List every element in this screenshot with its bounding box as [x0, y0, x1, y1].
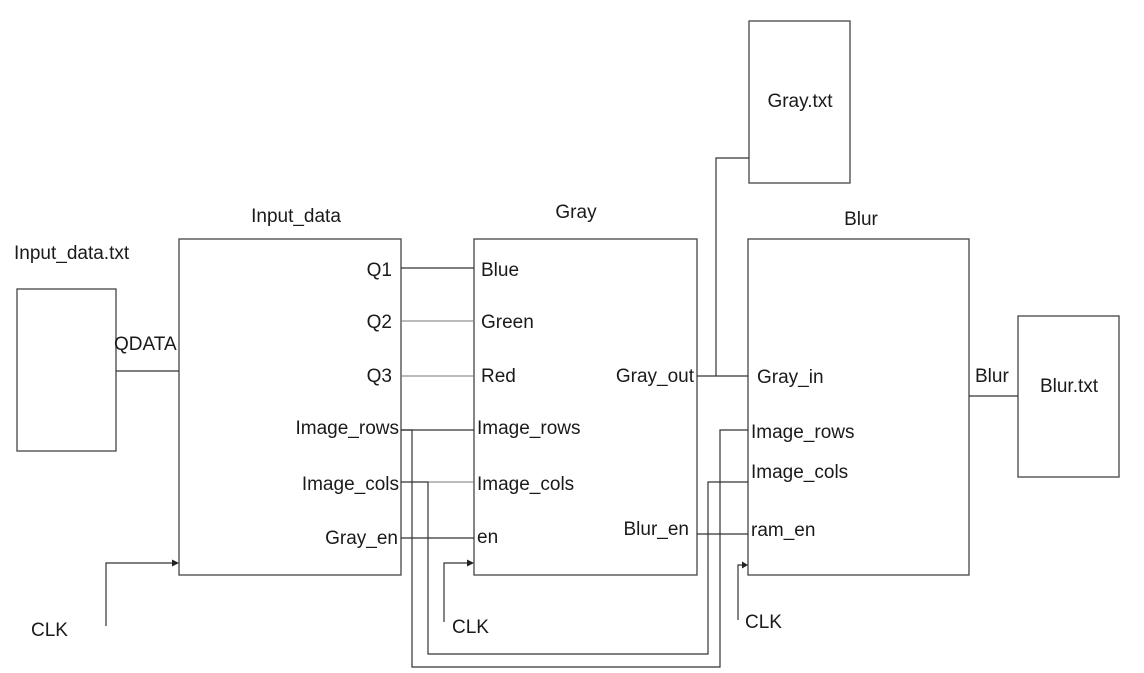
- en-port-label: en: [477, 527, 498, 548]
- blur-file-box: [1017, 315, 1120, 478]
- clk-gray-arrowhead: [467, 559, 474, 567]
- blur-en-port-label: Blur_en: [624, 519, 690, 540]
- input-image-cols-port-label: Image_cols: [302, 474, 399, 495]
- wire-clk-gray: [443, 562, 471, 622]
- q2-port-label: Q2: [367, 312, 392, 333]
- red-port-label: Red: [481, 366, 516, 387]
- gray-image-cols-port-label: Image_cols: [477, 474, 574, 495]
- gray-en-port-label: Gray_en: [325, 528, 398, 549]
- blur-image-cols-port-label: Image_cols: [751, 462, 848, 483]
- q1-port-label: Q1: [367, 260, 392, 281]
- blur-image-rows-port-label: Image_rows: [751, 422, 855, 443]
- blur-file-label: Blur.txt: [1040, 376, 1099, 397]
- clk-blur-arrowhead: [742, 561, 748, 569]
- input-data-title: Input_data: [251, 206, 341, 227]
- gray-title: Gray: [555, 202, 597, 223]
- input-file-label: Input_data.txt: [14, 243, 130, 264]
- wire-grayout-grayfile: [715, 157, 749, 376]
- clk-input-arrowhead: [172, 559, 179, 567]
- gray-out-port-label: Gray_out: [616, 366, 695, 387]
- qdata-port-label: QDATA: [114, 334, 177, 355]
- q3-port-label: Q3: [367, 366, 392, 387]
- input-data-file-box: [16, 288, 117, 452]
- blue-port-label: Blue: [481, 260, 519, 281]
- green-port-label: Green: [481, 312, 534, 333]
- blur-out-port-label: Blur: [975, 366, 1009, 387]
- input-image-rows-port-label: Image_rows: [296, 418, 400, 439]
- gray-module-box: [473, 238, 698, 576]
- clk-input-label: CLK: [31, 620, 68, 641]
- gray-in-port-label: Gray_in: [757, 367, 824, 388]
- gray-file-label: Gray.txt: [767, 91, 833, 112]
- clk-gray-label: CLK: [452, 617, 489, 638]
- wire-clk-blur: [737, 564, 745, 620]
- ram-en-port-label: ram_en: [751, 520, 815, 541]
- wire-cols-blur: [401, 481, 748, 655]
- gray-image-rows-port-label: Image_rows: [477, 418, 581, 439]
- gray-file-box: [748, 20, 851, 184]
- blur-module-box: [747, 238, 970, 576]
- wire-rows-blur: [401, 429, 748, 668]
- wire-clk-input: [105, 562, 176, 626]
- clk-blur-label: CLK: [745, 612, 782, 633]
- input-data-module-box: [178, 238, 402, 576]
- blur-title: Blur: [844, 209, 878, 230]
